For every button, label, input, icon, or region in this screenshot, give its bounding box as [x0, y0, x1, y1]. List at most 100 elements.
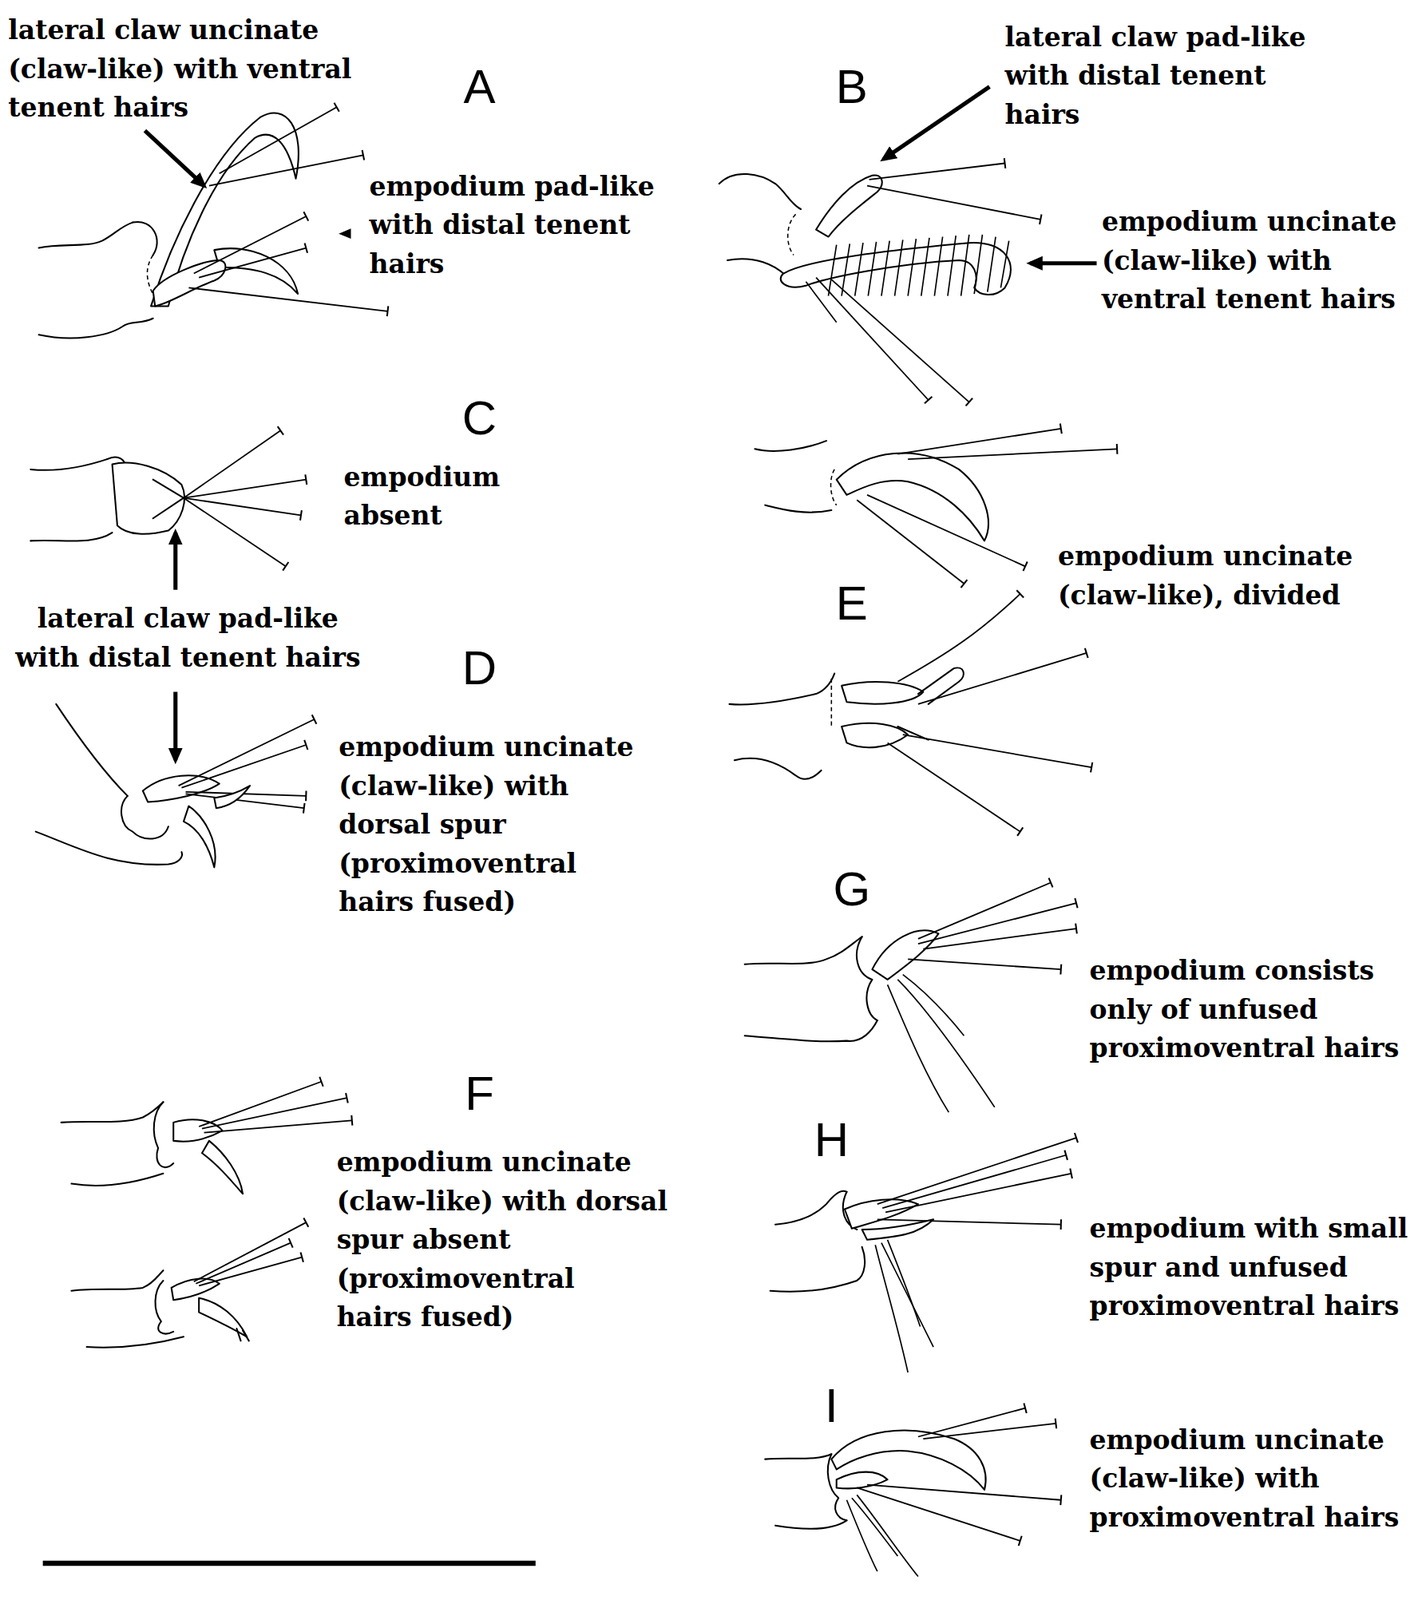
- proximoventral-hair: [856, 1494, 919, 1577]
- leader-arrow: [173, 532, 178, 591]
- claw-tip: [236, 1328, 249, 1341]
- tenent-hair: [922, 928, 1077, 950]
- tenent-hair: [181, 744, 306, 789]
- tenent-hair: [903, 734, 1092, 768]
- seta: [805, 281, 836, 323]
- tarsus-outline: [55, 704, 127, 797]
- empodium-claw: [202, 1140, 243, 1194]
- tenent-hair: [204, 1120, 353, 1133]
- tenent-hair: [183, 498, 286, 567]
- proximoventral-hair: [887, 1239, 921, 1327]
- tarsus-outline: [727, 258, 786, 276]
- panel-letter: C: [462, 392, 497, 444]
- annotation: empodium absent: [344, 458, 501, 536]
- pad-detail: [153, 479, 184, 519]
- tenent-hair: [183, 430, 281, 498]
- pad-outline: [831, 469, 837, 506]
- tenent-hair: [877, 1137, 1077, 1205]
- panel-letter: H: [814, 1114, 849, 1166]
- tenent-hair: [198, 1257, 302, 1287]
- tarsus-outline: [770, 1247, 865, 1292]
- tenent-hair: [198, 1081, 321, 1127]
- tarsus-outline: [775, 1191, 847, 1225]
- tenent-hair: [918, 1408, 1026, 1438]
- panel-letter: B: [835, 61, 868, 113]
- leader-arrow: [883, 87, 990, 160]
- leader-arrow: [173, 692, 178, 761]
- tarsus-outline: [775, 1520, 847, 1529]
- tarsus-outline: [71, 1173, 163, 1186]
- lateral-pad: [173, 1119, 222, 1141]
- annotation: empodium uncinate (claw-like), divided: [1057, 537, 1353, 615]
- panel-a-drawing: [39, 106, 389, 338]
- arrow-head: [338, 228, 351, 239]
- panel-letter: F: [464, 1068, 495, 1120]
- tenent-hair: [867, 1485, 1062, 1501]
- tenent-hair: [856, 499, 964, 584]
- lateral-pad: [871, 930, 939, 979]
- pad-outline: [788, 213, 797, 255]
- tenent-hair: [194, 1222, 307, 1282]
- tenent-hair: [186, 792, 307, 797]
- panel-i-drawing: [764, 1408, 1062, 1577]
- panel-e-drawing: [729, 428, 1118, 832]
- annotation: lateral claw pad-like with distal tenent…: [15, 599, 361, 678]
- tenent-hair: [815, 277, 929, 401]
- tarsus-outline: [754, 440, 826, 452]
- tenent-hair: [877, 1219, 1062, 1224]
- tarsus-joint: [121, 796, 169, 840]
- tarsus-joint: [856, 936, 878, 1021]
- tenent-hair: [195, 1243, 291, 1284]
- panel-c-drawing: [30, 430, 306, 590]
- tenent-hair: [918, 653, 1087, 705]
- tenent-hair: [869, 162, 1006, 179]
- tarsus-outline: [61, 1101, 164, 1123]
- tenent-hair: [918, 903, 1077, 944]
- tenent-hair: [897, 594, 1020, 682]
- tenent-hair: [183, 498, 302, 516]
- tenent-hair: [202, 1097, 347, 1129]
- tenent-comb: [827, 234, 1009, 297]
- tarsus-outline: [30, 459, 107, 471]
- panel-letter: I: [824, 1380, 839, 1432]
- tenent-hair: [882, 1155, 1066, 1209]
- lateral-claw: [831, 1430, 986, 1490]
- tenent-hair: [897, 428, 1061, 455]
- tenent-hair: [183, 479, 306, 499]
- tarsus-outline: [39, 222, 134, 249]
- leader-arrow: [144, 130, 204, 187]
- proximoventral-hair: [903, 974, 965, 1037]
- panel-g-drawing: [744, 883, 1077, 1114]
- tarsus-outline: [744, 1020, 878, 1042]
- empodium-claw: [198, 1298, 247, 1338]
- tenent-hair: [209, 154, 364, 186]
- tarsus-joint: [154, 1101, 174, 1168]
- lateral-pad: [815, 174, 883, 237]
- proximoventral-hair: [897, 979, 995, 1108]
- tenent-hair: [907, 958, 1062, 970]
- tenent-hair: [918, 883, 1051, 939]
- lateral-claw: [836, 452, 989, 541]
- tarsus-outline: [39, 318, 154, 339]
- tenent-hair: [188, 287, 388, 311]
- tenent-hair: [885, 1173, 1072, 1213]
- tarsus-outline: [71, 1270, 163, 1292]
- tenent-hair: [194, 216, 307, 274]
- annotation: empodium uncinate (claw-like) with proxi…: [1089, 1421, 1400, 1538]
- annotation: empodium uncinate (claw-like) with dorsa…: [336, 1143, 668, 1338]
- lateral-pad: [844, 1199, 919, 1229]
- empodium-pad: [153, 260, 226, 307]
- dorsal-spur: [213, 785, 250, 809]
- annotation: empodium consists only of unfused proxim…: [1089, 951, 1400, 1069]
- tenent-hair: [867, 495, 1026, 567]
- empodium-claw: [841, 681, 923, 705]
- proximoventral-hair: [881, 1243, 934, 1347]
- empodium-fork: [918, 667, 964, 704]
- proximoventral-hair: [887, 984, 950, 1113]
- tarsus-outline: [87, 1336, 184, 1347]
- small-spur: [862, 1219, 934, 1240]
- pad-outline: [831, 678, 833, 727]
- tenent-hair: [867, 186, 1041, 220]
- annotation: empodium with small spur and unfused pro…: [1089, 1209, 1409, 1327]
- tarsus-outline: [764, 505, 832, 513]
